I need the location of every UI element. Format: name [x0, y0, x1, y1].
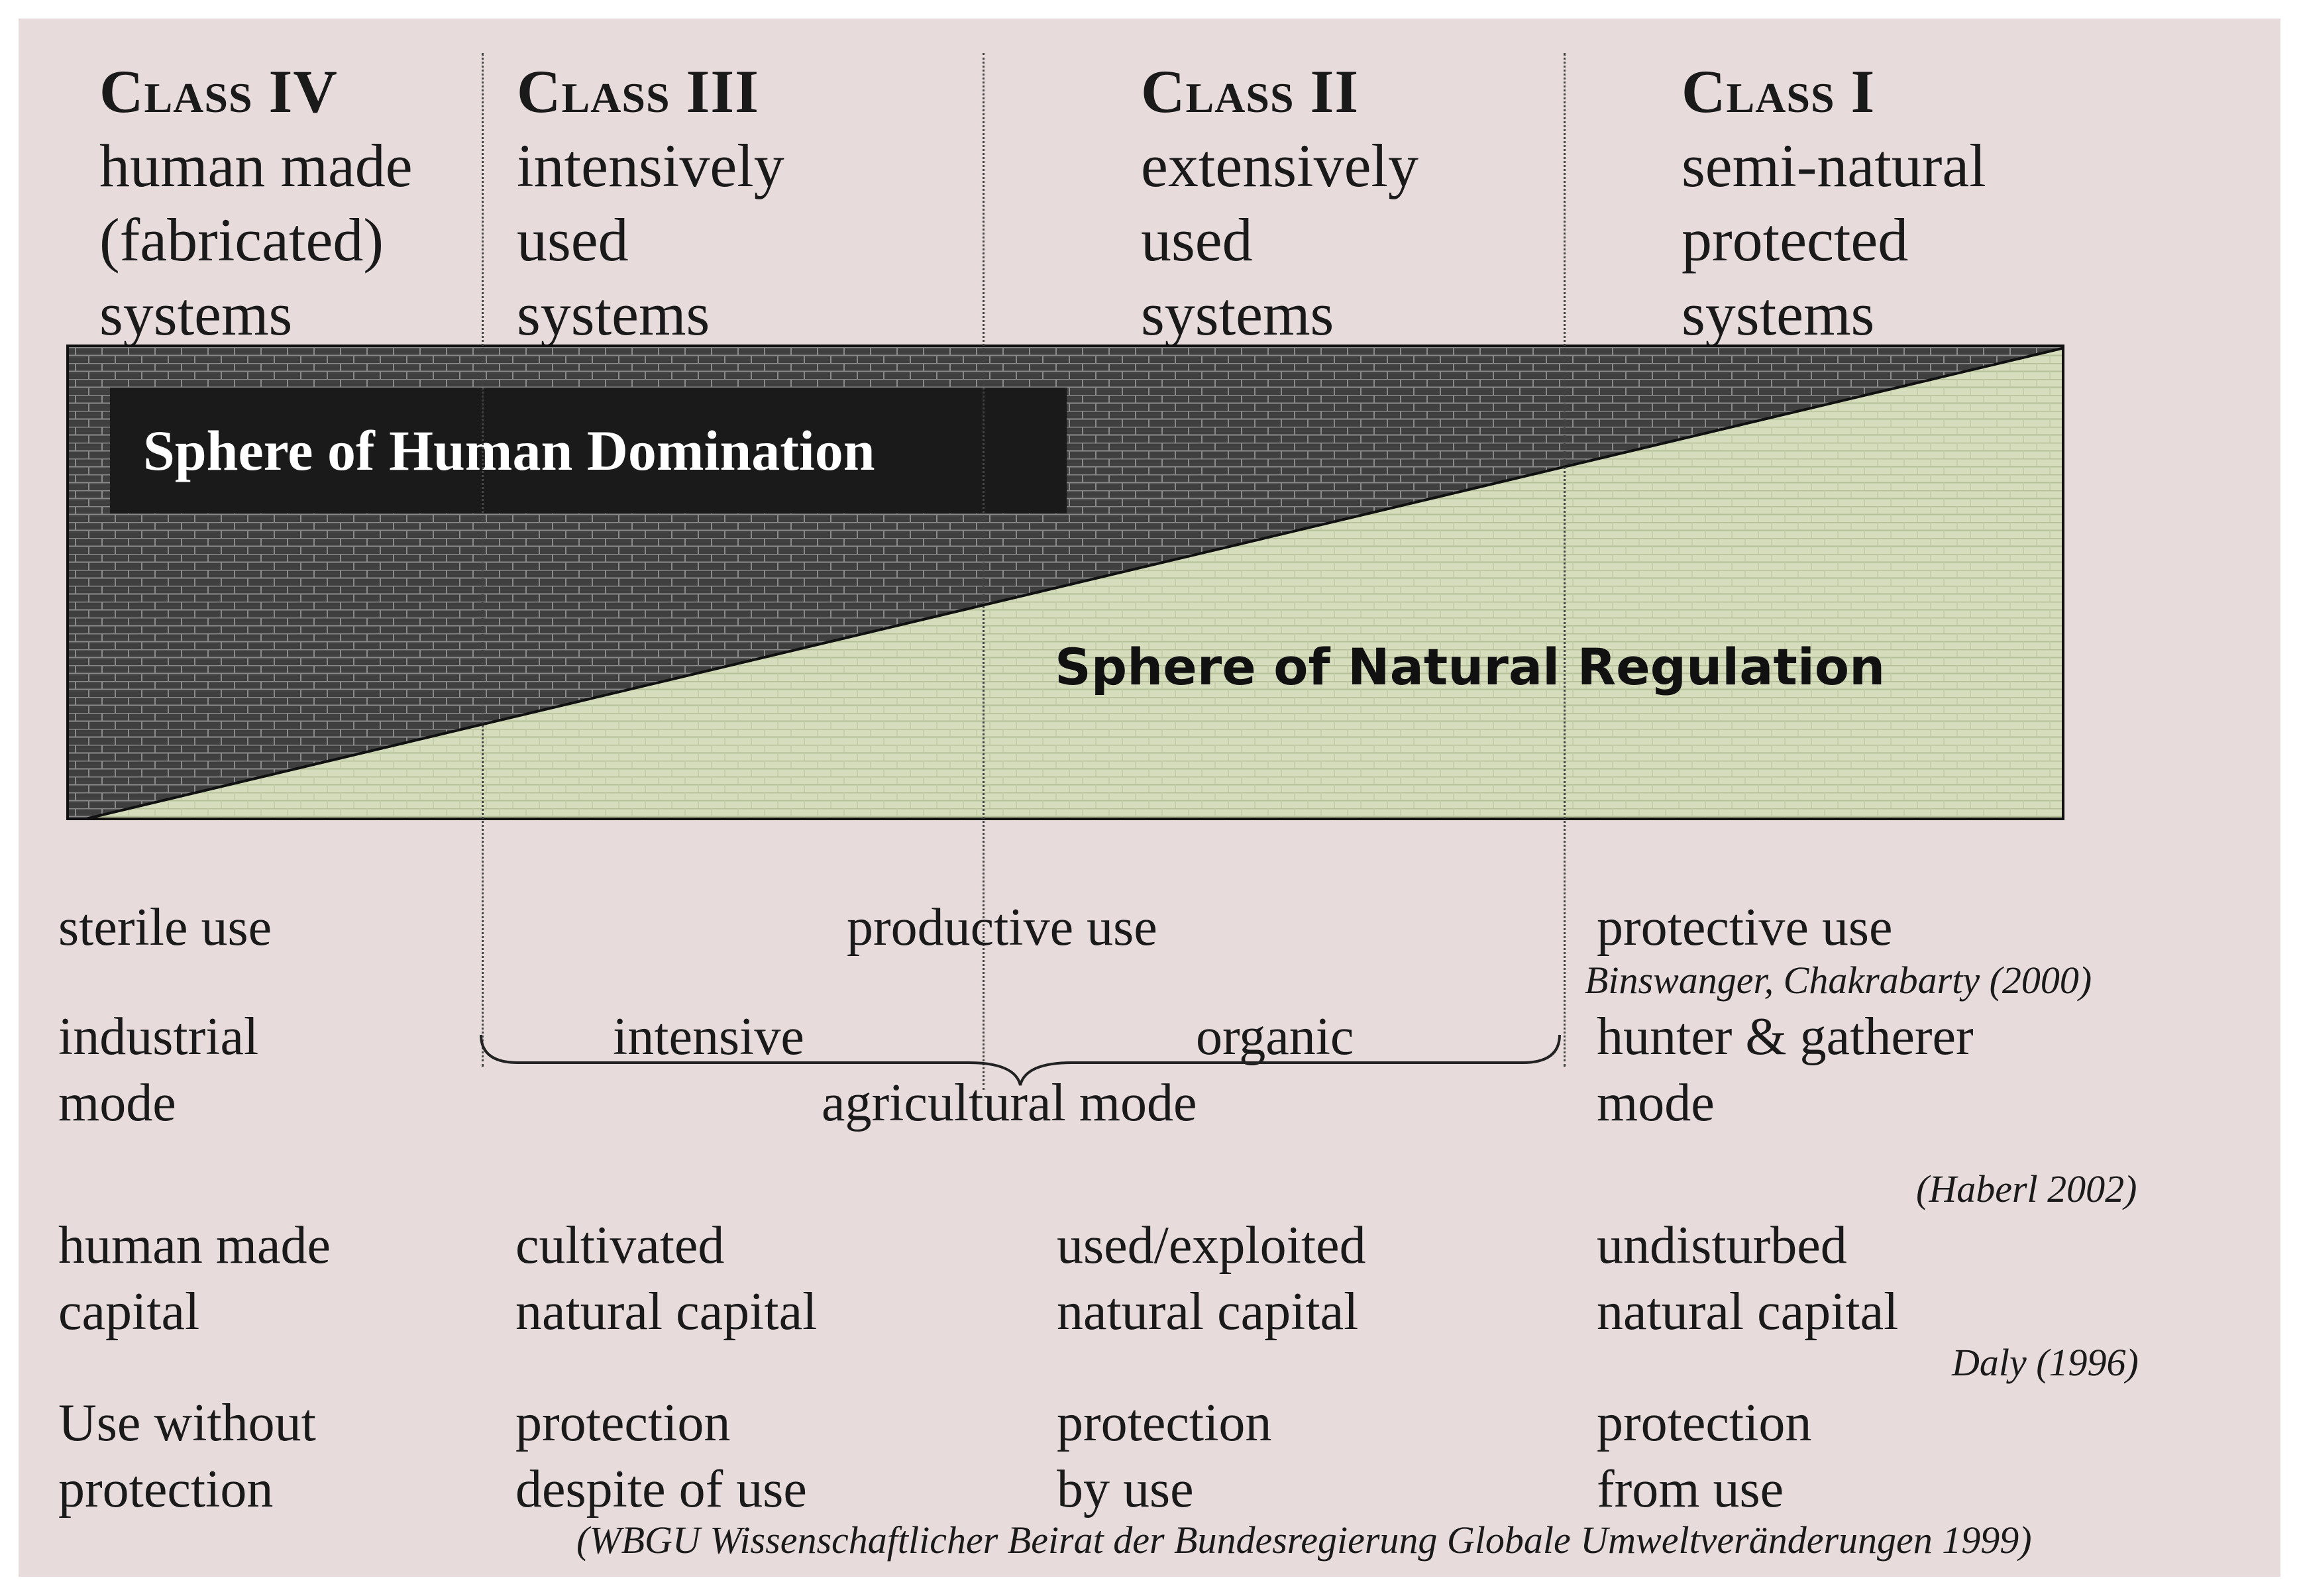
sterile-use: sterile use — [58, 898, 272, 957]
class-ii-title: Class II — [1141, 58, 1360, 125]
protective-use: protective use — [1597, 898, 1893, 957]
human-domination-label: Sphere of Human Domination — [110, 388, 1067, 513]
cultivated-capital-line-1: cultivated — [515, 1216, 725, 1275]
class-iv-line-1: human made — [99, 132, 413, 199]
class-i-line-3: systems — [1682, 280, 1875, 348]
hunter-gatherer-mode: hunter & gatherer mode — [1597, 1004, 1974, 1136]
industrial-mode-line-2: mode — [58, 1074, 176, 1132]
citation-daly: Daly (1996) — [1952, 1341, 2139, 1384]
column-divider-3 — [1564, 53, 1566, 1067]
protection-by-use-line-1: protection — [1057, 1394, 1272, 1452]
class-iv-line-2: (fabricated) — [99, 206, 384, 274]
use-without-protection: Use without protection — [58, 1390, 316, 1522]
column-divider-2 — [983, 53, 985, 1090]
class-iii-line-3: systems — [517, 280, 710, 348]
industrial-mode-line-1: industrial — [58, 1008, 259, 1066]
class-iii-heading: Class III intensively used systems — [517, 54, 784, 351]
class-ii-heading: Class II extensively used systems — [1141, 54, 1418, 351]
protection-from-use-line-1: protection — [1597, 1394, 1812, 1452]
protection-by-use-line-2: by use — [1057, 1460, 1194, 1518]
human-made-capital-line-1: human made — [58, 1216, 331, 1275]
cultivated-capital-line-2: natural capital — [515, 1283, 818, 1341]
class-iv-title: Class IV — [99, 58, 338, 125]
protection-despite-use-line-2: despite of use — [515, 1460, 807, 1518]
column-divider-1 — [482, 53, 484, 1067]
class-iv-heading: Class IV human made (fabricated) systems — [99, 54, 413, 351]
class-ii-line-1: extensively — [1141, 132, 1418, 199]
protection-despite-use: protection despite of use — [515, 1390, 807, 1522]
use-without-protection-line-1: Use without — [58, 1394, 316, 1452]
citation-binswanger: Binswanger, Chakrabarty (2000) — [1585, 959, 2092, 1002]
undisturbed-capital-line-1: undisturbed — [1597, 1216, 1847, 1275]
class-i-line-2: protected — [1682, 206, 1909, 274]
exploited-capital-line-2: natural capital — [1057, 1283, 1359, 1341]
natural-regulation-label: Sphere of Natural Regulation — [1055, 637, 1886, 696]
agricultural-mode: agricultural mode — [822, 1074, 1197, 1132]
industrial-mode: industrial mode — [58, 1004, 258, 1136]
citation-haberl: (Haberl 2002) — [1916, 1167, 2137, 1210]
citation-wbgu: (WBGU Wissenschaftlicher Beirat der Bund… — [576, 1518, 2032, 1562]
exploited-capital-line-1: used/exploited — [1057, 1216, 1366, 1275]
class-i-title: Class I — [1682, 58, 1876, 125]
class-i-line-1: semi-natural — [1682, 132, 1986, 199]
use-without-protection-line-2: protection — [58, 1460, 274, 1518]
protection-from-use-line-2: from use — [1597, 1460, 1784, 1518]
productive-use: productive use — [847, 898, 1157, 957]
undisturbed-capital: undisturbed natural capital — [1597, 1212, 1898, 1345]
human-made-capital: human made capital — [58, 1212, 331, 1345]
hunter-gatherer-line-1: hunter & gatherer — [1597, 1008, 1974, 1066]
class-ii-line-2: used — [1141, 206, 1253, 274]
class-ii-line-3: systems — [1141, 280, 1334, 348]
class-i-heading: Class I semi-natural protected systems — [1682, 54, 1986, 351]
exploited-capital: used/exploited natural capital — [1057, 1212, 1366, 1345]
organic-label: organic — [1196, 1008, 1354, 1066]
protection-despite-use-line-1: protection — [515, 1394, 731, 1452]
undisturbed-capital-line-2: natural capital — [1597, 1283, 1899, 1341]
cultivated-capital: cultivated natural capital — [515, 1212, 817, 1345]
agricultural-brace — [480, 1034, 1561, 1086]
human-made-capital-line-2: capital — [58, 1283, 200, 1341]
class-iii-line-2: used — [517, 206, 629, 274]
sphere-divider — [85, 347, 2062, 818]
hunter-gatherer-line-2: mode — [1597, 1074, 1715, 1132]
protection-from-use: protection from use — [1597, 1390, 1811, 1522]
intensive-label: intensive — [613, 1008, 804, 1066]
class-iii-title: Class III — [517, 58, 759, 125]
protection-by-use: protection by use — [1057, 1390, 1271, 1522]
class-iv-line-3: systems — [99, 280, 293, 348]
class-iii-line-1: intensively — [517, 132, 784, 199]
